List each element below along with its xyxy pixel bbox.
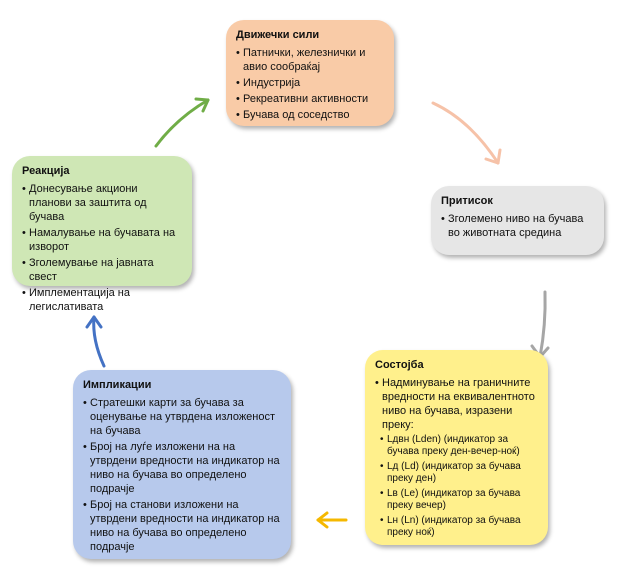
state-sublist: Lдвн (Lden) (индикатор за бучава преку д…	[375, 434, 538, 539]
list-item: Рекреативни активности	[236, 92, 384, 106]
list-item: Имплементација на легислативата	[22, 286, 182, 314]
sub-list-item: Lд (Ld) (индикатор за бучава преку ден)	[375, 461, 538, 485]
drivers-box: Движечки сили Патнички, железнички и ави…	[226, 20, 394, 126]
list-item: Број на луѓе изложени на на утврдени вре…	[83, 440, 281, 496]
drivers-list: Патнички, железнички и авио сообраќај Ин…	[236, 46, 384, 122]
response-box: Реакција Донесување акциони планови за з…	[12, 156, 192, 313]
list-item: Бучава од соседство	[236, 108, 384, 122]
list-item: Индустрија	[236, 76, 384, 90]
list-item: Намалување на бучавата на изворот	[22, 226, 182, 254]
list-item: Број на станови изложени на утврдени вре…	[83, 498, 281, 554]
sub-list-item: Lн (Ln) (индикатор за бучава преку ноќ)	[375, 515, 538, 539]
state-title: Состојба	[375, 359, 424, 371]
sub-list-item: Lдвн (Lden) (индикатор за бучава преку д…	[375, 434, 538, 458]
arrow-implications-to-response	[85, 315, 106, 368]
state-list: Надминување на граничните вредности на е…	[375, 376, 538, 432]
implications-list: Стратешки карти за бучава за оценување н…	[83, 396, 281, 554]
implications-box: Импликации Стратешки карти за бучава за …	[73, 370, 291, 559]
list-item: Патнички, железнички и авио сообраќај	[236, 46, 384, 74]
arrow-drivers-to-pressure	[431, 101, 502, 165]
list-item: Зголемување на јавната свест	[22, 256, 182, 284]
list-item: Зголемено ниво на бучава во животната ср…	[441, 212, 594, 240]
state-box: Состојба Надминување на граничните вредн…	[365, 350, 548, 545]
arrow-response-to-drivers	[154, 97, 210, 148]
pressure-title: Притисок	[441, 195, 493, 207]
arrow-pressure-to-state	[530, 290, 550, 359]
drivers-title: Движечки сили	[236, 29, 320, 41]
pressure-list: Зголемено ниво на бучава во животната ср…	[441, 212, 594, 240]
list-item: Стратешки карти за бучава за оценување н…	[83, 396, 281, 438]
arrow-state-to-implications	[316, 511, 348, 529]
sub-list-item: Lв (Le) (индикатор за бучава преку вечер…	[375, 488, 538, 512]
list-item: Донесување акциони планови за заштита од…	[22, 182, 182, 224]
response-list: Донесување акциони планови за заштита од…	[22, 182, 182, 314]
list-item: Надминување на граничните вредности на е…	[375, 376, 538, 432]
response-title: Реакција	[22, 165, 70, 177]
pressure-box: Притисок Зголемено ниво на бучава во жив…	[431, 186, 604, 255]
implications-title: Импликации	[83, 379, 152, 391]
